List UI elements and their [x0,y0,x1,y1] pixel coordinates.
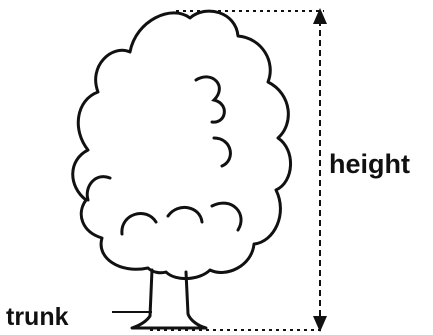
height-arrow-head-top [313,8,327,24]
canopy-detail-bottom-right [210,201,243,232]
height-arrow-head-bottom [313,316,327,332]
canopy-detail-left [85,175,112,202]
canopy-detail-bottom-left [120,212,158,236]
canopy-detail-bottom-mid [166,206,204,224]
canopy-detail-right-mid [212,136,232,168]
trunk-label: trunk [6,303,69,331]
tree-canopy-icon [71,9,292,280]
height-label: height [329,149,410,179]
canopy-detail-right-upper [194,75,226,124]
tree-trunk-icon [130,268,208,330]
